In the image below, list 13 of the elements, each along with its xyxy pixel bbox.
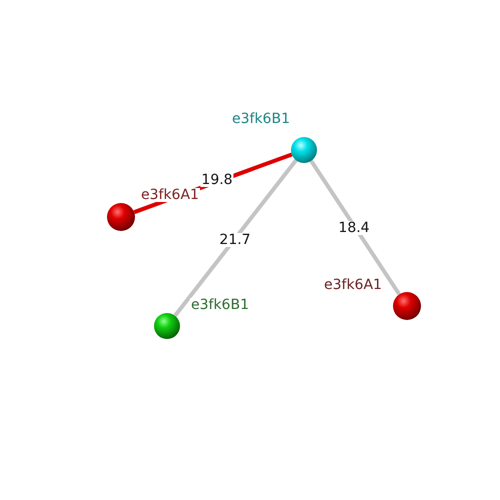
node-label: e3fk6A1 — [140, 188, 200, 202]
connector-line — [310, 160, 401, 296]
edge-label: 19.8 — [200, 173, 234, 187]
sphere — [291, 137, 317, 163]
sphere — [393, 292, 421, 320]
node-label: e3fk6B1 — [190, 298, 250, 312]
edge-label: 21.7 — [218, 233, 252, 247]
edge-label: 18.4 — [337, 221, 371, 235]
sphere — [154, 313, 180, 339]
sphere — [107, 203, 135, 231]
connector-line — [173, 159, 298, 317]
node-label: e3fk6B1 — [231, 112, 291, 126]
node-label: e3fk6A1 — [323, 278, 383, 292]
